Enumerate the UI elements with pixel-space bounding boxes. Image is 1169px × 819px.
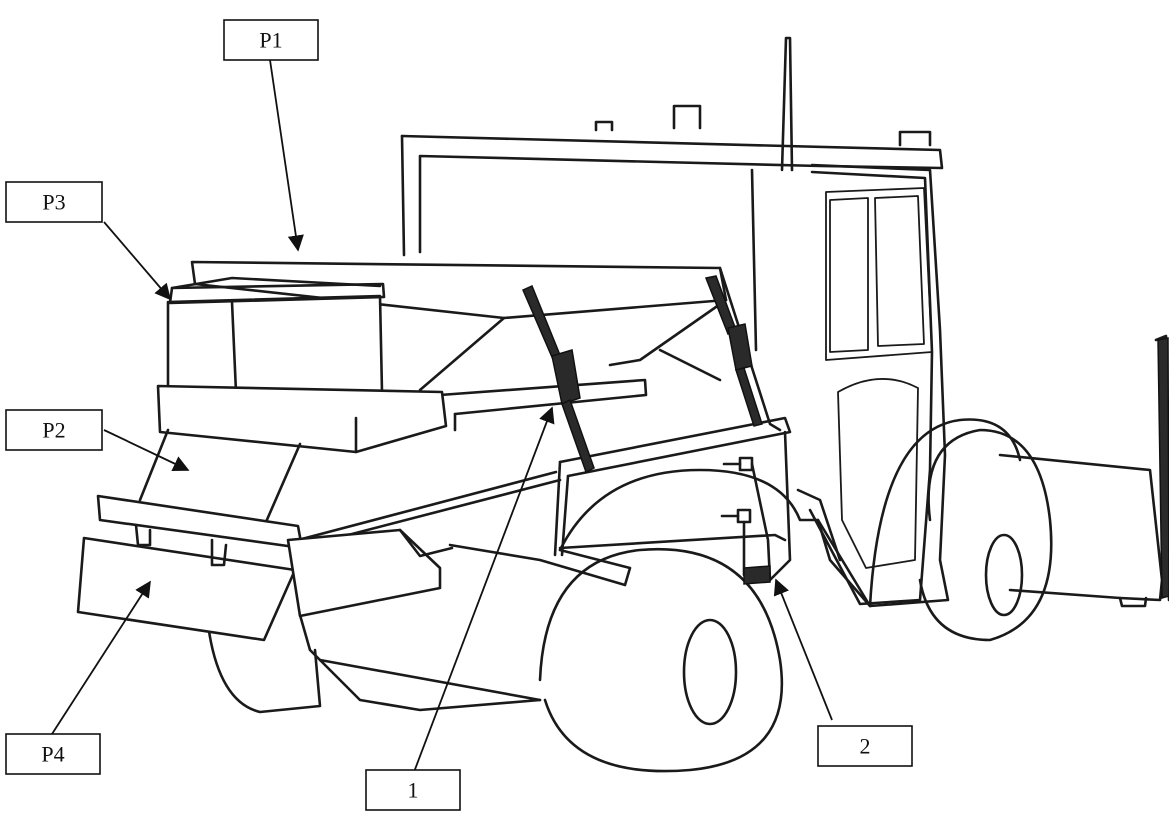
label-p3-text: P3 — [42, 190, 65, 215]
label-p1: P1 — [223, 19, 319, 61]
label-2-text: 2 — [860, 734, 871, 759]
leader-1 — [413, 406, 555, 773]
label-p3: P3 — [5, 181, 103, 223]
leader-lines — [51, 59, 833, 773]
label-1: 1 — [365, 769, 461, 811]
label-p1-text: P1 — [259, 28, 282, 53]
label-2: 2 — [817, 725, 913, 767]
leader-2 — [773, 578, 833, 721]
label-1-text: 1 — [408, 778, 419, 803]
label-p2-text: P2 — [42, 418, 65, 443]
label-p2: P2 — [5, 409, 103, 451]
leader-p1 — [269, 59, 304, 252]
leader-p4 — [51, 580, 151, 735]
leader-p2 — [103, 429, 190, 472]
truck-drawing — [76, 36, 1169, 773]
label-p4: P4 — [5, 733, 101, 775]
leader-p3 — [103, 221, 172, 301]
label-p4-text: P4 — [41, 742, 64, 767]
